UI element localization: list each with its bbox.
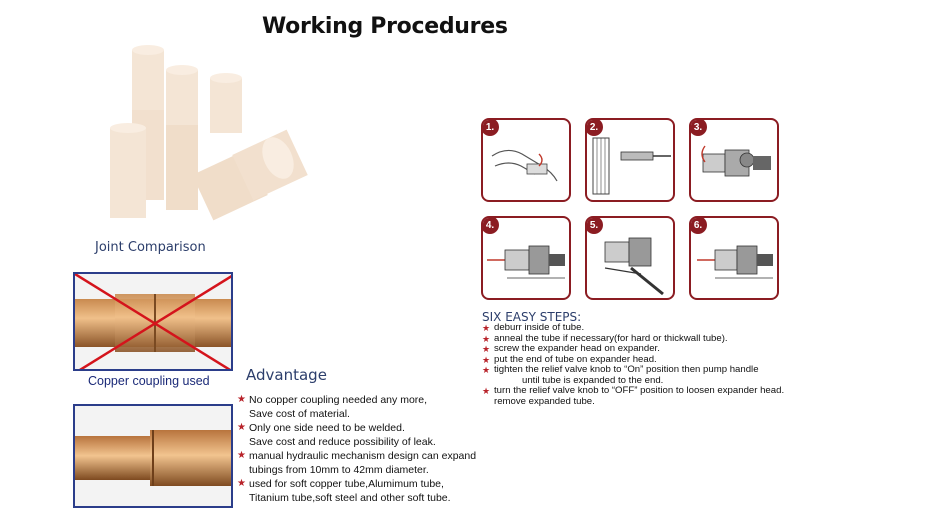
step-item-line: screw the expander head on expander. (494, 343, 660, 354)
step-number: 2. (587, 120, 603, 136)
step-6-panel: 6. (689, 216, 779, 300)
step-item-line: put the end of tube on expander head. (494, 353, 657, 365)
advantage-item-line: Save cost and reduce possibility of leak… (249, 436, 436, 448)
step-item: ★put the end of tube on expander head. (482, 353, 842, 366)
coupling-used-label: Copper coupling used (88, 374, 210, 388)
step-3-panel: 3. (689, 118, 779, 202)
step-item-line: turn the relief valve knob to “OFF” posi… (494, 385, 785, 396)
advantage-item: ★used for soft copper tube,Alumimum tube… (237, 477, 487, 505)
star-icon: ★ (482, 333, 491, 344)
step-number: 5. (587, 218, 603, 234)
step-item: ★tighten the relief valve knob to “On” p… (482, 364, 842, 386)
screw-head-illustration (701, 145, 771, 177)
advantage-item: ★Only one side need to be welded. Save co… (237, 421, 487, 449)
advantage-list: ★No copper coupling needed any more,Save… (237, 393, 487, 505)
advantage-item-line: Only one side need to be welded. (249, 422, 405, 434)
star-icon: ★ (482, 365, 491, 375)
coupling-joint-photo (73, 272, 233, 371)
step-item-line: deburr inside of tube. (494, 322, 585, 333)
star-icon: ★ (482, 354, 491, 365)
step-1-panel: 1. (481, 118, 571, 202)
step-item: ★screw the expander head on expander. (482, 343, 842, 355)
step-item: ★turn the relief valve knob to “OFF” pos… (482, 385, 842, 407)
deburr-illustration (491, 149, 558, 182)
advantage-item-line: manual hydraulic mechanism design can ex… (249, 450, 477, 462)
star-icon: ★ (482, 386, 491, 396)
step-item-line: remove expanded tube. (494, 395, 595, 407)
advantage-item: ★manual hydraulic mechanism design can e… (237, 449, 487, 477)
step-number: 4. (483, 218, 499, 234)
remove-tube-illustration (697, 245, 773, 279)
advantage-item-line: tubings from 10mm to 42mm diameter. (249, 464, 429, 476)
joint-comparison-label: Joint Comparison (95, 240, 206, 255)
insert-tube-illustration (487, 245, 565, 279)
advantage-item-line: No copper coupling needed any more, (249, 394, 428, 406)
star-icon: ★ (482, 344, 491, 354)
star-icon: ★ (482, 323, 491, 333)
steps-list: ★deburr inside of tube. ★anneal the tube… (482, 322, 842, 407)
step-item: ★deburr inside of tube. (482, 322, 842, 334)
step-4-panel: 4. (481, 216, 571, 300)
advantage-item: ★No copper coupling needed any more, Save… (237, 393, 487, 421)
star-icon: ★ (237, 422, 246, 433)
step-2-panel: 2. (585, 118, 675, 202)
advantage-item-line: Titanium tube,soft steel and other soft … (249, 492, 451, 504)
step-number: 1. (483, 120, 499, 136)
pump-handle-illustration (604, 237, 664, 296)
page-title: Working Procedures (262, 14, 508, 39)
step-item-line: tighten the relief valve knob to “On” po… (494, 364, 759, 375)
expanded-joint-photo (73, 404, 233, 508)
advantage-item-line: Save cost of material. (249, 408, 350, 420)
star-icon: ★ (237, 478, 246, 489)
step-number: 6. (691, 218, 707, 234)
advantage-item-line: used for soft copper tube,Alumimum tube, (249, 478, 444, 490)
step-item: ★anneal the tube if necessary(for hard o… (482, 332, 842, 345)
step-item-line: until tube is expanded to the end. (522, 374, 664, 386)
star-icon: ★ (237, 450, 246, 461)
advantage-title: Advantage (246, 366, 327, 384)
star-icon: ★ (237, 394, 246, 405)
anneal-illustration (592, 137, 671, 195)
copper-fittings-image (110, 45, 308, 221)
step-number: 3. (691, 120, 707, 136)
six-steps-title: SIX EASY STEPS: (482, 310, 582, 324)
step-item-line: anneal the tube if necessary(for hard or… (494, 332, 728, 344)
step-5-panel: 5. (585, 216, 675, 300)
